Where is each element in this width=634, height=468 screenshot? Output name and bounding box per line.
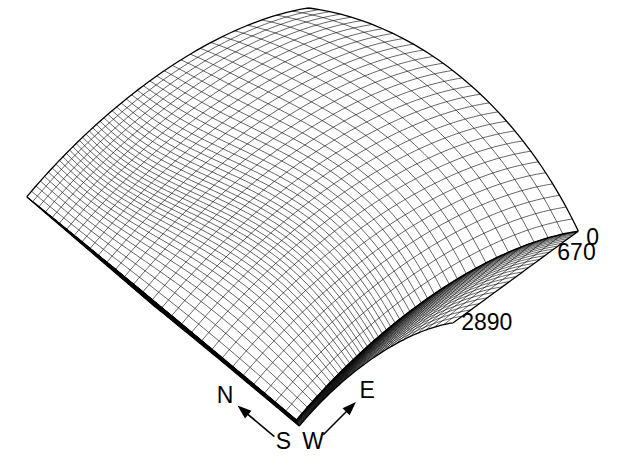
arrowhead — [343, 402, 356, 415]
direction-label: E — [360, 379, 375, 402]
direction-label: S — [276, 430, 291, 453]
mesh-grid — [27, 8, 579, 426]
direction-arrow-line — [245, 412, 274, 436]
mesh-line — [27, 10, 578, 426]
direction-label: N — [217, 384, 234, 407]
arrowhead — [237, 406, 251, 419]
depth-label: 670 — [557, 241, 595, 264]
direction-arrows — [237, 402, 355, 437]
direction-label: W — [302, 430, 324, 453]
depth-label: 2890 — [461, 311, 512, 334]
mesh-outline — [27, 8, 579, 426]
direction-arrow-line — [323, 409, 349, 435]
